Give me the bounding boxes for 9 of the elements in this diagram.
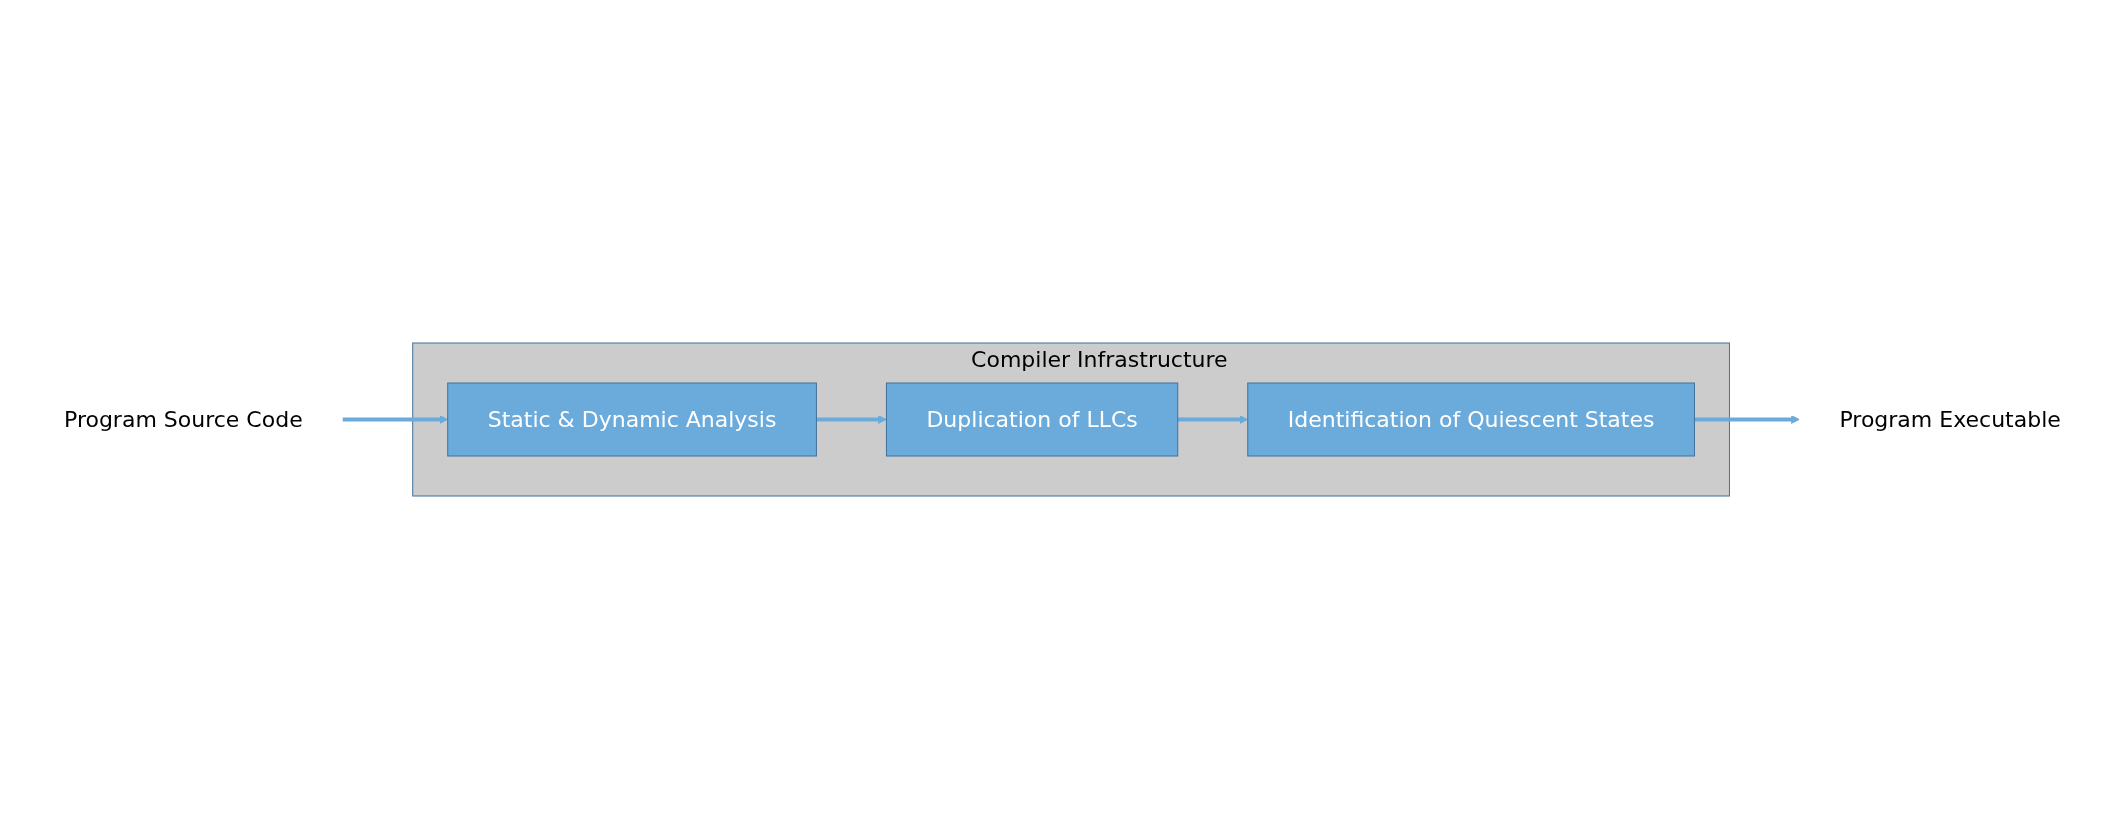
- node-text: Program Source Code: [63, 407, 303, 432]
- arrow: [1694, 415, 1800, 424]
- node-text: Program Executable: [1839, 407, 2061, 432]
- node-box: Duplication of LLCs: [885, 382, 1178, 457]
- node-box: Identification of Quiescent States: [1246, 382, 1695, 457]
- arrow: [342, 415, 448, 424]
- node-box: Static & Dynamic Analysis: [446, 382, 817, 457]
- arrow: [1177, 415, 1248, 424]
- arrow: [816, 415, 887, 424]
